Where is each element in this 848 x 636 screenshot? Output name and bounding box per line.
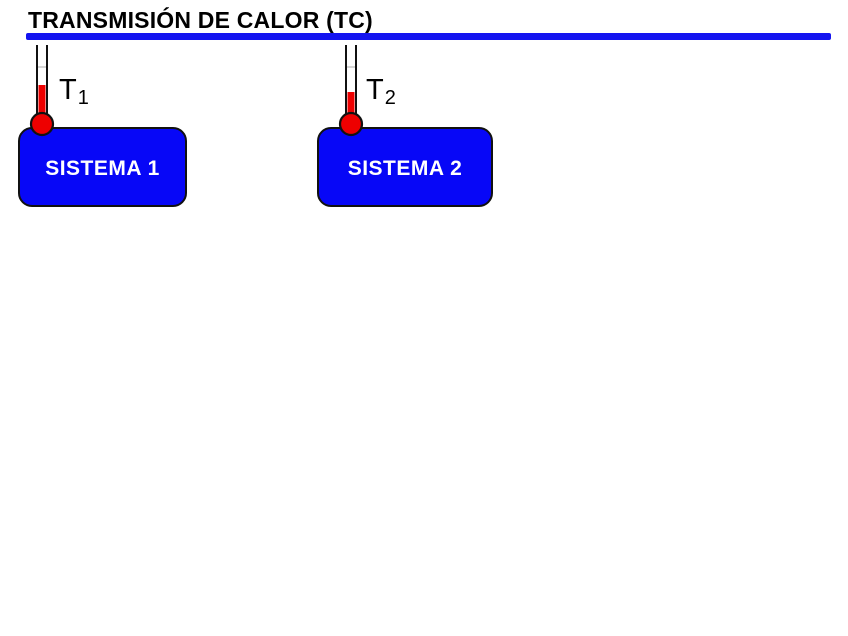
thermometer-1-icon: [29, 45, 55, 137]
system-1-box: SISTEMA 1: [18, 127, 187, 207]
temperature-2-symbol: T: [366, 74, 384, 106]
temperature-1-subscript: 1: [77, 87, 89, 109]
system-2-label: SISTEMA 2: [347, 157, 463, 180]
slide-title: TRANSMISIÓN DE CALOR (TC): [28, 7, 373, 33]
temperature-1-label: T1: [59, 74, 89, 109]
temperature-2-subscript: 2: [384, 87, 396, 109]
temperature-1-symbol: T: [59, 74, 77, 106]
system-1-label: SISTEMA 1: [45, 157, 160, 180]
title-underline-rule: [26, 33, 831, 40]
temperature-2-label: T2: [366, 74, 396, 109]
thermometer-2-icon: [338, 45, 364, 137]
system-2-box: SISTEMA 2: [317, 127, 493, 207]
